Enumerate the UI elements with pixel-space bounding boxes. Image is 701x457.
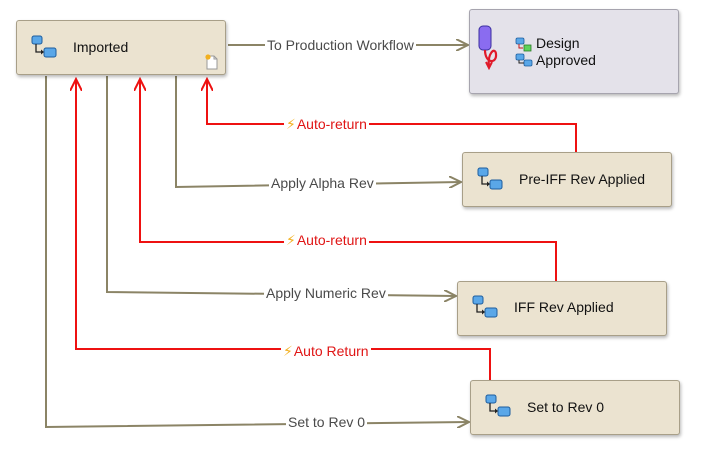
state-label: Imported — [73, 39, 129, 55]
auto-return-iff-label[interactable]: ⚡Auto-return — [284, 232, 369, 248]
auto-return-pre-iff-line[interactable] — [207, 79, 577, 152]
workflow-state-small-icon — [514, 37, 534, 70]
workflow-state-icon — [477, 167, 503, 194]
transition-set-rev0-line[interactable] — [45, 76, 469, 427]
transition-apply-alpha-label[interactable]: Apply Alpha Rev — [269, 175, 376, 191]
state-iff-rev-applied[interactable]: IFF Rev Applied — [457, 281, 667, 336]
lightning-icon: ⚡ — [286, 232, 296, 248]
lightning-icon: ⚡ — [283, 343, 293, 359]
state-label: Pre-IFF Rev Applied — [519, 171, 646, 187]
state-label-line2: Approved — [536, 52, 596, 68]
state-label: Set to Rev 0 — [527, 399, 605, 415]
workflow-state-icon — [485, 394, 511, 421]
auto-return-text: Auto-return — [296, 232, 367, 248]
workflow-state-icon — [472, 295, 498, 322]
workflow-link-icon — [477, 24, 501, 73]
auto-return-rev0-label[interactable]: ⚡Auto Return — [281, 343, 371, 359]
state-label-line1: Design — [536, 35, 580, 51]
lightning-icon: ⚡ — [286, 116, 296, 132]
state-pre-iff-rev-applied[interactable]: Pre-IFF Rev Applied — [462, 152, 672, 207]
auto-return-text: Auto Return — [293, 343, 369, 359]
transition-set-rev0-label[interactable]: Set to Rev 0 — [286, 414, 368, 430]
state-set-to-rev0[interactable]: Set to Rev 0 — [470, 380, 680, 435]
state-imported[interactable]: Imported — [16, 20, 226, 75]
auto-return-pre-iff-label[interactable]: ⚡Auto-return — [284, 116, 369, 132]
auto-return-text: Auto-return — [296, 116, 367, 132]
state-label: IFF Rev Applied — [514, 299, 614, 315]
new-document-icon — [205, 54, 219, 73]
state-design-approved[interactable]: Design Approved — [469, 9, 679, 94]
transition-to-production-label[interactable]: To Production Workflow — [265, 37, 416, 53]
workflow-state-icon — [31, 35, 57, 62]
transition-apply-numeric-label[interactable]: Apply Numeric Rev — [264, 285, 388, 301]
